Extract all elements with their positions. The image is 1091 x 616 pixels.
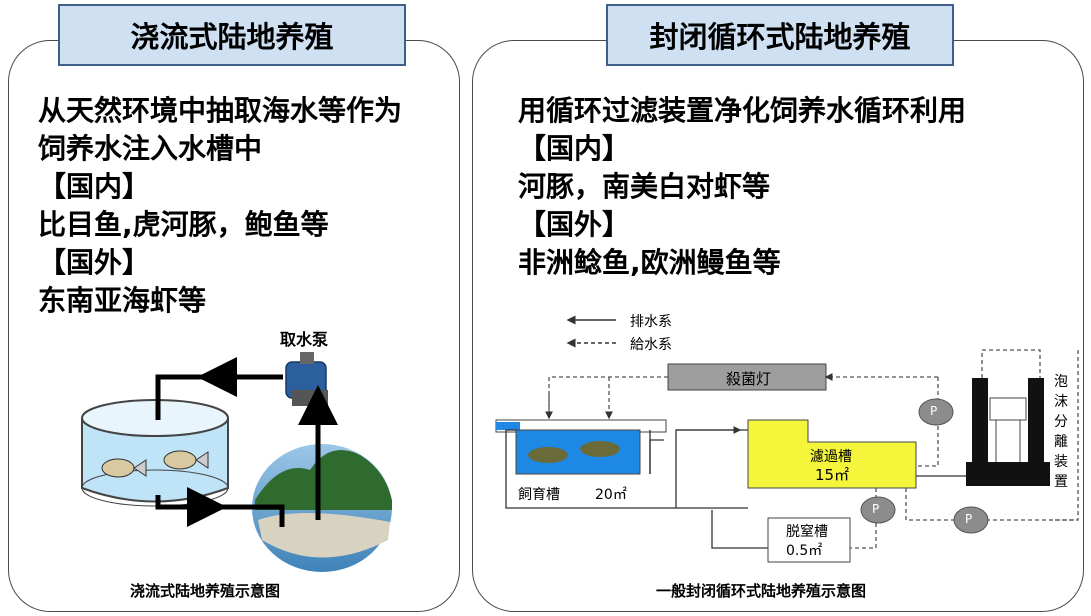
- filter-label: 濾過槽: [810, 449, 852, 465]
- right-line: 河豚，南美白对虾等: [518, 170, 771, 203]
- left-line: 东南亚海虾等: [38, 284, 207, 317]
- sterilizer-label: 殺菌灯: [726, 370, 772, 388]
- left-line: 饲养水注入水槽中: [38, 132, 263, 165]
- water-pump-icon: [285, 352, 328, 406]
- foam-separator: [966, 378, 1050, 486]
- foam-char: 装: [1054, 454, 1068, 470]
- right-line: 【国外】: [518, 208, 631, 241]
- pump-mark: P: [965, 512, 973, 526]
- right-diagram: [495, 315, 1079, 563]
- filter-tank: [747, 419, 917, 489]
- left-line: 从天然环境中抽取海水等作为: [38, 94, 403, 127]
- left-diagram: [81, 352, 392, 572]
- foam-separator-label: 泡 沫 分 離 装 置: [1054, 372, 1068, 492]
- denitrify-label: 脱窒槽: [786, 524, 828, 540]
- foam-char: 分: [1054, 414, 1068, 430]
- denitrification-tank: [767, 517, 851, 563]
- right-line: 【国内】: [518, 132, 631, 165]
- foam-char: 泡: [1054, 374, 1068, 390]
- left-line: 【国外】: [38, 246, 151, 279]
- left-description: 从天然环境中抽取海水等作为 饲养水注入水槽中 【国内】 比目鱼,虎河豚，鲍鱼等 …: [38, 92, 402, 320]
- pump-icon: [860, 496, 896, 524]
- right-caption: 一般封闭循环式陆地养殖示意图: [656, 582, 867, 600]
- right-line: 非洲鲶鱼,欧洲鳗鱼等: [518, 246, 781, 279]
- pump-mark: P: [930, 404, 938, 418]
- pump-icon: [918, 398, 954, 426]
- left-line: 【国内】: [38, 170, 151, 203]
- foam-char: 沫: [1054, 394, 1068, 410]
- fish-tank: [81, 399, 229, 507]
- pump-label: 取水泵: [280, 330, 329, 349]
- tank-label: 飼育槽: [518, 487, 560, 503]
- left-caption: 浇流式陆地养殖示意图: [130, 582, 281, 600]
- right-description: 用循环过滤装置净化饲养水循环利用 【国内】 河豚，南美白对虾等 【国外】 非洲鲶…: [518, 92, 966, 282]
- pump-icon: [953, 506, 989, 534]
- filter-size: 15㎡: [815, 466, 850, 484]
- right-panel-title: 封闭循环式陆地养殖: [606, 4, 954, 66]
- left-line: 比目鱼,虎河豚，鲍鱼等: [38, 208, 329, 241]
- foam-char: 置: [1054, 474, 1068, 490]
- left-panel-title: 浇流式陆地养殖: [58, 4, 406, 66]
- right-line: 用循环过滤装置净化饲养水循环利用: [518, 94, 967, 127]
- pump-mark: P: [872, 502, 880, 516]
- drain-legend-label: 排水系: [630, 314, 672, 330]
- foam-char: 離: [1054, 434, 1068, 450]
- denitrify-size: 0.5㎡: [786, 543, 823, 559]
- sea-scene: [252, 444, 392, 572]
- tank-size: 20㎡: [595, 487, 627, 503]
- supply-legend-label: 給水系: [630, 337, 672, 353]
